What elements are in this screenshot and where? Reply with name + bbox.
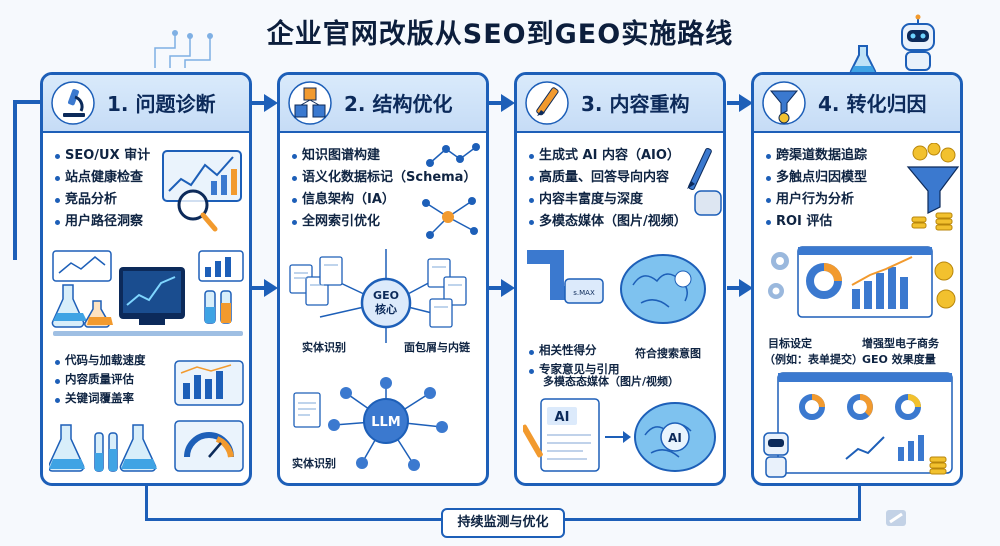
- panel-diagnosis: 1. 问题诊断 SEO/UX 审计 站点健康检查 竞品分析 用户路径洞察 代码与…: [40, 72, 252, 486]
- arrow-mid-2-3-shaft: [489, 286, 503, 290]
- list-item: 内容质量评估: [55, 370, 146, 389]
- flow-line-bottom-right: [561, 518, 861, 521]
- arrow-1-2-shaft: [252, 101, 266, 105]
- arrow-mid-3-4: [739, 279, 753, 297]
- arrow-mid-2-3: [501, 279, 515, 297]
- list-item: 关键词覆盖率: [55, 389, 146, 408]
- ai-doc-label: AI: [555, 410, 570, 425]
- robot-icon: [901, 14, 935, 71]
- llm-label: LLM: [371, 415, 401, 430]
- arrow-3-4-shaft: [727, 101, 741, 105]
- checklist: 生成式 AI 内容（AIO） 高质量、回答导向内容 内容丰富度与深度 多模态媒体…: [529, 145, 687, 233]
- geo-core-label-line2: 核心: [375, 302, 397, 316]
- geo-metric-label: GEO 效果度量: [862, 353, 936, 366]
- list-item: 语义化数据标记（Schema）: [292, 167, 476, 189]
- panel-title: 2. 结构优化: [344, 92, 453, 116]
- checklist: 跨渠道数据追踪 多触点归因模型 用户行为分析 ROI 评估: [766, 145, 867, 233]
- panel-content: 3. 内容重构 生成式 AI 内容（AIO） 高质量、回答导向内容 内容丰富度与…: [514, 72, 726, 486]
- robot-hand-pen-icon: [687, 147, 722, 216]
- flow-line-up-left: [145, 486, 148, 520]
- entity-recognition-label: 实体识别: [302, 341, 346, 354]
- analytics-magnifier-icon: [162, 150, 242, 232]
- list-item: 专家意见与引用: [529, 360, 620, 379]
- panel-attribution: 4. 转化归因 跨渠道数据追踪 多触点归因模型 用户行为分析 ROI 评估 目标…: [751, 72, 963, 486]
- list-item: 跨渠道数据追踪: [766, 145, 867, 167]
- list-item: 高质量、回答导向内容: [529, 167, 687, 189]
- arrow-1-2: [264, 94, 278, 112]
- sub-checklist: 代码与加载速度 内容质量评估 关键词覆盖率: [55, 351, 146, 408]
- arrow-2-3-shaft: [489, 101, 503, 105]
- watermark-logo-icon: [886, 510, 906, 526]
- document-icon: [289, 256, 467, 328]
- knowledge-graph-icon: [422, 197, 478, 239]
- checklist: SEO/UX 审计 站点健康检查 竞品分析 用户路径洞察: [55, 145, 150, 233]
- report-cards-illustration: [174, 360, 244, 472]
- arrow-3-4: [739, 94, 753, 112]
- panel-title: 1. 问题诊断: [107, 92, 216, 116]
- panel-header: 2. 结构优化: [280, 75, 486, 133]
- continuous-monitoring-label: 持续监测与优化: [441, 508, 565, 538]
- search-intent-label: 符合搜索意图: [635, 347, 701, 360]
- sub-checklist: 相关性得分 专家意见与引用: [529, 341, 620, 379]
- arrow-mid-3-4-shaft: [727, 286, 741, 290]
- list-item: 竞品分析: [55, 189, 150, 211]
- flow-line-top-left: [13, 100, 40, 104]
- arrow-2-3: [501, 94, 515, 112]
- page-title: 企业官网改版从SEO到GEO实施路线: [266, 19, 734, 50]
- flow-line-bottom: [145, 518, 441, 521]
- list-item: 多模态媒体（图片/视频）: [529, 211, 687, 233]
- geo-core-diagram: GEO 核心 LLM: [289, 249, 467, 471]
- panel-header: 1. 问题诊断: [43, 75, 249, 133]
- funnel-coins-icon: [906, 143, 960, 231]
- pipeline-label: s.MAX: [573, 289, 595, 297]
- checklist: 知识图谱构建 语义化数据标记（Schema） 信息架构（IA） 全网索引优化: [292, 145, 476, 233]
- analytics-dashboard-illustration: [768, 246, 956, 318]
- panel-header: 4. 转化归因: [754, 75, 960, 133]
- ai-brain-label: AI: [668, 431, 682, 445]
- flow-line-up-right: [858, 486, 861, 520]
- panel-title: 3. 内容重构: [581, 92, 690, 116]
- microscope-icon: [51, 81, 95, 125]
- enhanced-ecommerce-label: 增强型电子商务: [862, 337, 939, 350]
- entity-recognition-label-2: 实体识别: [292, 457, 336, 470]
- list-item: 生成式 AI 内容（AIO）: [529, 145, 687, 167]
- list-item: 内容丰富度与深度: [529, 189, 687, 211]
- list-item: 信息架构（IA）: [292, 189, 476, 211]
- list-item: 多触点归因模型: [766, 167, 867, 189]
- list-item: 用户路径洞察: [55, 211, 150, 233]
- pen-icon: [525, 81, 569, 125]
- flow-line-left-vertical: [13, 100, 17, 260]
- list-item: 知识图谱构建: [292, 145, 476, 167]
- list-item: 代码与加载速度: [55, 351, 146, 370]
- graph-network-icon: [426, 143, 480, 167]
- content-pipeline-brain-illustration: s.MAX: [527, 250, 706, 324]
- test-tubes-icon: [49, 424, 157, 472]
- goal-setting-label: 目标设定: [768, 337, 812, 350]
- list-item: 站点健康检查: [55, 167, 150, 189]
- list-item: 全网索引优化: [292, 211, 476, 233]
- multimodal-label: 多模态态媒体（图片/视频）: [543, 375, 680, 388]
- list-item: 用户行为分析: [766, 189, 867, 211]
- ai-doc-brain-illustration: AI AI: [523, 398, 716, 472]
- arrow-mid-1-2-shaft: [252, 286, 266, 290]
- cubes-icon: [288, 81, 332, 125]
- kpi-dashboard-robot-illustration: [763, 372, 953, 478]
- geo-core-label-line1: GEO: [373, 289, 399, 302]
- list-item: SEO/UX 审计: [55, 145, 150, 167]
- list-item: ROI 评估: [766, 211, 867, 233]
- funnel-icon: [762, 81, 806, 125]
- panel-header: 3. 内容重构: [517, 75, 723, 133]
- list-item: 相关性得分: [529, 341, 620, 360]
- panel-structure: 2. 结构优化 知识图谱构建 语义化数据标记（Schema） 信息架构（IA） …: [277, 72, 489, 486]
- goal-example-label: （例如：表单提交）: [764, 353, 863, 366]
- arrow-mid-1-2: [264, 279, 278, 297]
- circuit-decoration-icon: [154, 30, 213, 68]
- panel-title: 4. 转化归因: [818, 92, 927, 116]
- breadcrumb-label: 面包屑与内链: [404, 341, 470, 354]
- lab-dashboard-illustration: [51, 250, 244, 336]
